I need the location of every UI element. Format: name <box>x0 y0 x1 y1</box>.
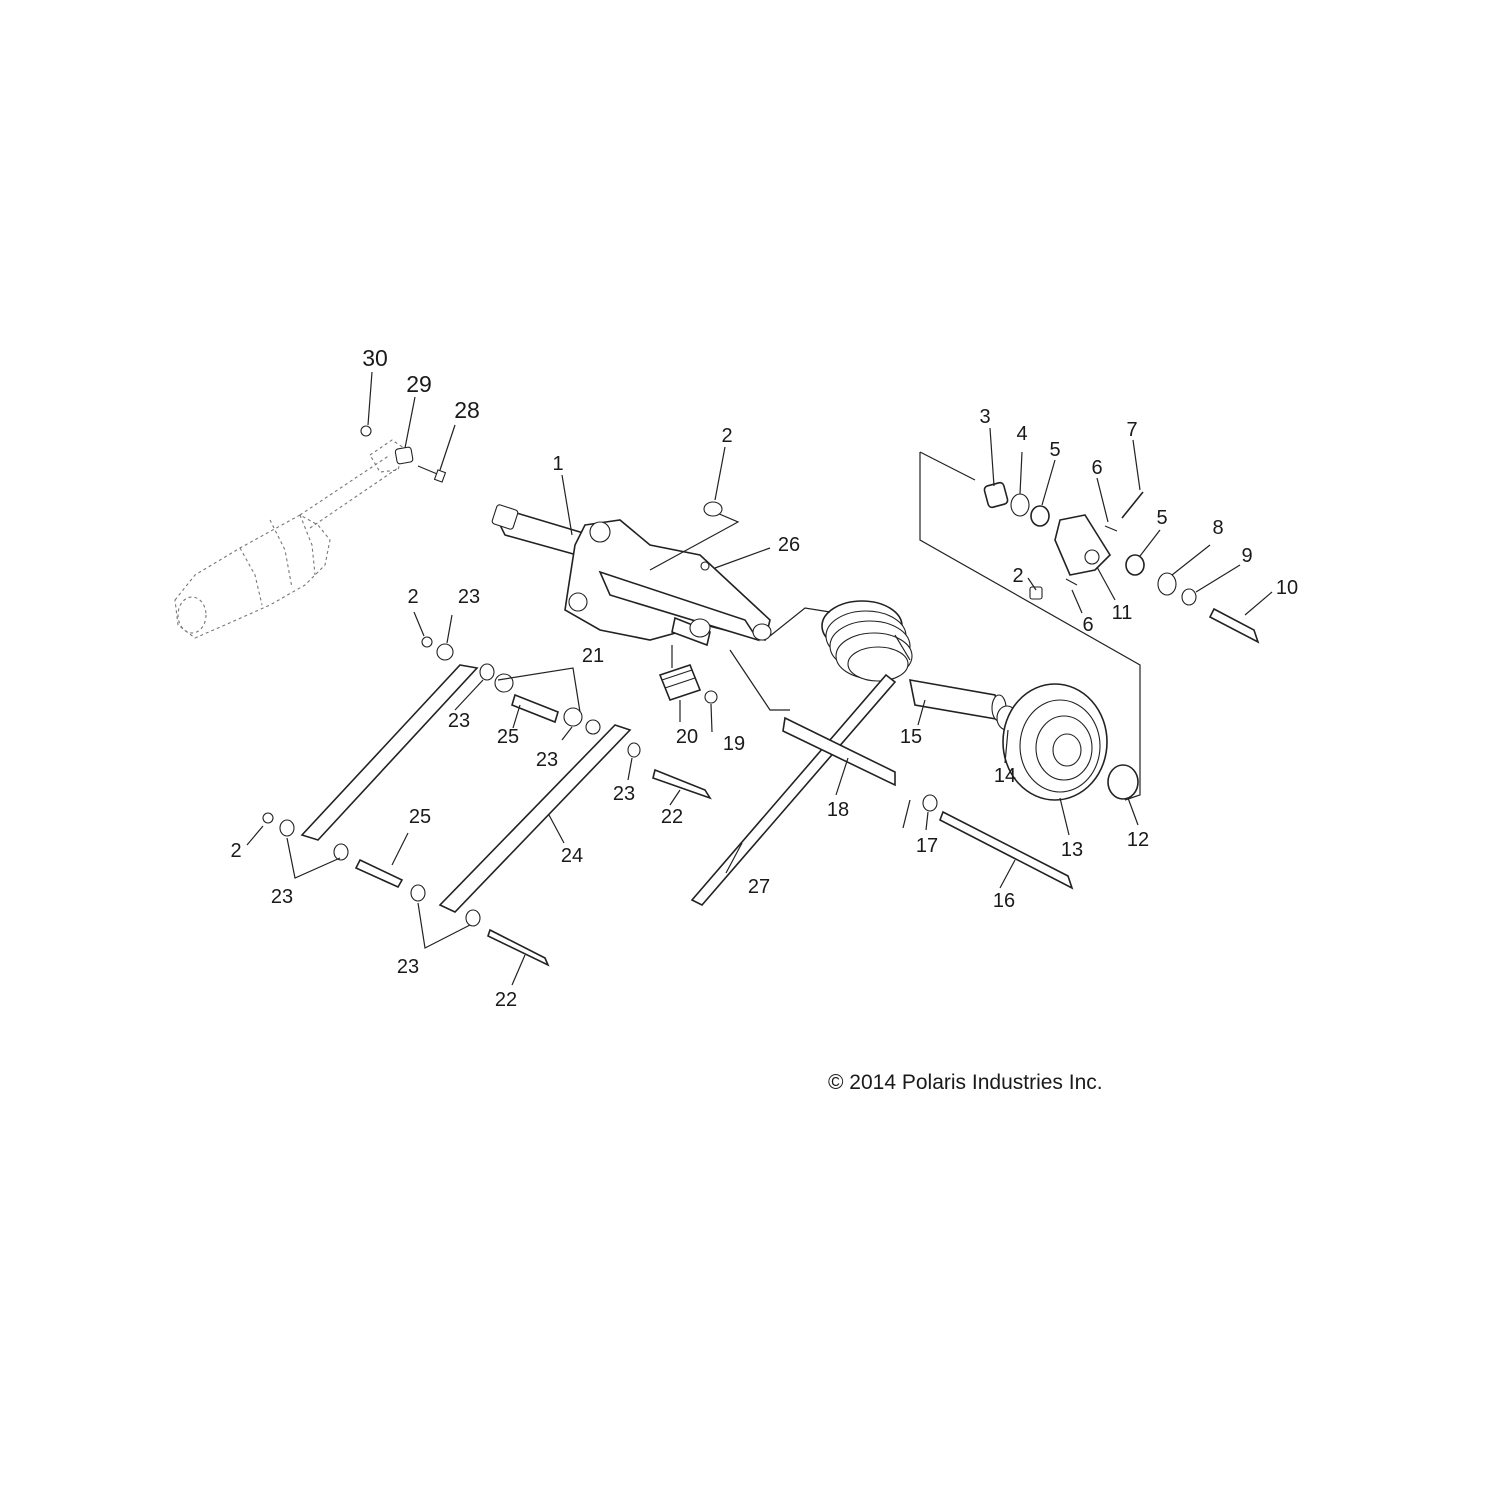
callout-8: 8 <box>1212 517 1223 539</box>
callout-6: 6 <box>1091 457 1102 479</box>
callout-23: 23 <box>271 886 293 908</box>
callout-14: 14 <box>994 765 1016 787</box>
callout-10: 10 <box>1276 577 1298 599</box>
callout-labels: 1 2 2 2 2 3 4 5 5 6 6 7 8 9 10 11 12 13 … <box>230 345 1298 1011</box>
callout-12: 12 <box>1127 829 1149 851</box>
callout-21: 21 <box>582 645 604 667</box>
callout-5: 5 <box>1156 507 1167 529</box>
callout-23: 23 <box>448 710 470 732</box>
callout-29: 29 <box>406 371 432 397</box>
callout-15: 15 <box>900 726 922 748</box>
callout-1: 1 <box>552 453 563 475</box>
rear-link-arms <box>300 664 632 913</box>
callout-25: 25 <box>409 806 431 828</box>
callout-30: 30 <box>362 345 388 371</box>
callout-28: 28 <box>454 397 480 423</box>
callout-27: 27 <box>748 876 770 898</box>
callout-4: 4 <box>1016 423 1027 445</box>
shock-hardware <box>360 425 447 483</box>
torsion-spring <box>821 600 913 682</box>
idler-wheel <box>1002 683 1108 801</box>
bumper-block <box>658 664 702 701</box>
callout-5: 5 <box>1049 439 1060 461</box>
callout-3: 3 <box>979 406 990 428</box>
callout-23: 23 <box>536 749 558 771</box>
callout-19: 19 <box>723 733 745 755</box>
callout-16: 16 <box>993 890 1015 912</box>
callout-13: 13 <box>1061 839 1083 861</box>
callout-2: 2 <box>721 425 732 447</box>
shock-absorber <box>174 439 405 639</box>
copyright-notice: © 2014 Polaris Industries Inc. <box>828 1071 1103 1094</box>
callout-23: 23 <box>613 783 635 805</box>
callout-23: 23 <box>458 586 480 608</box>
callout-2: 2 <box>1012 565 1023 587</box>
callout-24: 24 <box>561 845 583 867</box>
callout-26: 26 <box>778 534 800 556</box>
callout-9: 9 <box>1241 545 1252 567</box>
callout-6: 6 <box>1082 614 1093 636</box>
callout-11: 11 <box>1112 602 1133 624</box>
callout-2: 2 <box>230 840 241 862</box>
callout-23: 23 <box>397 956 419 978</box>
callout-7: 7 <box>1126 419 1137 441</box>
callout-22: 22 <box>661 806 683 828</box>
axle-shaft <box>491 504 772 647</box>
callout-22: 22 <box>495 989 517 1011</box>
callout-17: 17 <box>916 835 938 857</box>
callout-18: 18 <box>827 799 849 821</box>
callout-25: 25 <box>497 726 519 748</box>
callout-2: 2 <box>407 586 418 608</box>
callout-20: 20 <box>676 726 698 748</box>
